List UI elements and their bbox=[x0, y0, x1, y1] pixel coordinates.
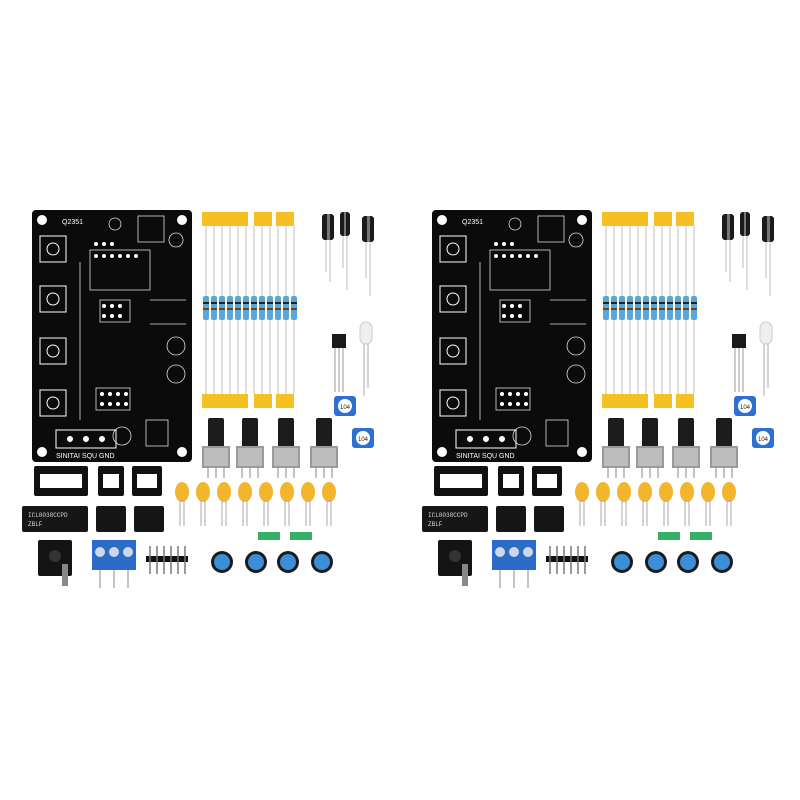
pcb-board: Q2351 bbox=[432, 210, 592, 462]
resistor bbox=[267, 226, 273, 394]
chip-marking-1b: ZBLF bbox=[28, 521, 43, 528]
ceramic-capacitors bbox=[175, 482, 336, 526]
resistor bbox=[227, 226, 233, 394]
led bbox=[759, 321, 773, 396]
ceramic-capacitor bbox=[175, 482, 189, 526]
resistor bbox=[667, 226, 673, 394]
pin-header bbox=[546, 546, 588, 574]
resistor bbox=[651, 226, 657, 394]
pin-header bbox=[146, 546, 188, 574]
resistor bbox=[643, 226, 649, 394]
green-labels bbox=[658, 532, 712, 540]
chip-marking-1a: ICL8038CCPD bbox=[28, 512, 68, 519]
resistor bbox=[211, 226, 217, 394]
dc-jack bbox=[38, 540, 72, 586]
ceramic-capacitor bbox=[701, 482, 715, 526]
trimmer-label-2: 104 bbox=[358, 437, 369, 443]
blue-trimmers bbox=[611, 551, 733, 573]
ceramic-capacitor bbox=[596, 482, 610, 526]
resistor-strip bbox=[202, 212, 297, 408]
ic-sockets bbox=[34, 466, 162, 496]
pot-footprints bbox=[439, 235, 467, 417]
kit-left: Q2351 bbox=[22, 210, 374, 588]
ceramic-capacitor bbox=[196, 482, 210, 526]
pot-footprints bbox=[39, 235, 67, 417]
resistor bbox=[219, 226, 225, 394]
trimmer-small-1: 104 bbox=[334, 396, 356, 416]
transistor bbox=[332, 334, 346, 392]
ceramic-capacitor bbox=[217, 482, 231, 526]
silkscreen-traces bbox=[479, 215, 586, 447]
resistor bbox=[659, 226, 665, 394]
resistor bbox=[251, 226, 257, 394]
resistor bbox=[635, 226, 641, 394]
dc-jack bbox=[438, 540, 472, 586]
potentiometers bbox=[202, 418, 338, 478]
ceramic-capacitor bbox=[301, 482, 315, 526]
potentiometers bbox=[602, 418, 738, 478]
resistor bbox=[275, 226, 281, 394]
resistor bbox=[235, 226, 241, 394]
pcb-board: Q2351 bbox=[32, 210, 192, 462]
pcb-pads bbox=[94, 242, 138, 406]
electrolytic-capacitors bbox=[322, 212, 374, 296]
kit-right: Q2351 bbox=[400, 0, 800, 800]
ic-chip-1: ICL8038CCPD ZBLF bbox=[422, 506, 488, 532]
resistor-strip bbox=[602, 212, 697, 408]
trimmer-label-2: 104 bbox=[758, 437, 769, 443]
ceramic-capacitor bbox=[280, 482, 294, 526]
trimmer-small-2: 104 bbox=[752, 428, 774, 448]
transistor bbox=[732, 334, 746, 392]
resistor bbox=[611, 226, 617, 394]
ceramic-capacitors bbox=[575, 482, 736, 526]
trimmer-small-2: 104 bbox=[352, 428, 374, 448]
chip-marking-1b: ZBLF bbox=[428, 521, 443, 528]
ceramic-capacitor bbox=[238, 482, 252, 526]
pcb-pads bbox=[494, 242, 538, 406]
pcb-bottom-label: SINITAI SQU GND bbox=[456, 453, 515, 460]
ic-chip-3 bbox=[534, 506, 564, 532]
resistor bbox=[203, 226, 209, 394]
trimmer-label-1: 104 bbox=[340, 405, 351, 411]
green-labels bbox=[258, 532, 312, 540]
terminal-block bbox=[92, 540, 136, 588]
electrolytic-capacitors bbox=[722, 212, 774, 296]
pcb-top-label: Q2351 bbox=[62, 219, 83, 226]
ceramic-capacitor bbox=[259, 482, 273, 526]
ceramic-capacitor bbox=[659, 482, 673, 526]
resistor bbox=[675, 226, 681, 394]
ic-chip-1: ICL8038CCPD ZBLF bbox=[22, 506, 88, 532]
resistor bbox=[283, 226, 289, 394]
blue-trimmers bbox=[211, 551, 333, 573]
resistor bbox=[259, 226, 265, 394]
trimmer-small-1: 104 bbox=[734, 396, 756, 416]
ceramic-capacitor bbox=[638, 482, 652, 526]
ic-chip-3 bbox=[134, 506, 164, 532]
ceramic-capacitor bbox=[617, 482, 631, 526]
ic-chip-2 bbox=[496, 506, 526, 532]
ic-chip-2 bbox=[96, 506, 126, 532]
ceramic-capacitor bbox=[575, 482, 589, 526]
ceramic-capacitor bbox=[322, 482, 336, 526]
resistor bbox=[603, 226, 609, 394]
led bbox=[359, 321, 373, 396]
trimmer-label-1: 104 bbox=[740, 405, 751, 411]
ceramic-capacitor bbox=[680, 482, 694, 526]
terminal-block bbox=[492, 540, 536, 588]
resistor bbox=[627, 226, 633, 394]
ic-sockets bbox=[434, 466, 562, 496]
resistor bbox=[691, 226, 697, 394]
ceramic-capacitor bbox=[722, 482, 736, 526]
silkscreen-traces bbox=[79, 215, 186, 447]
resistor bbox=[243, 226, 249, 394]
resistor bbox=[291, 226, 297, 394]
resistor bbox=[619, 226, 625, 394]
pcb-top-label: Q2351 bbox=[462, 219, 483, 226]
pcb-bottom-label: SINITAI SQU GND bbox=[56, 453, 115, 460]
resistor bbox=[683, 226, 689, 394]
chip-marking-1a: ICL8038CCPD bbox=[428, 512, 468, 519]
